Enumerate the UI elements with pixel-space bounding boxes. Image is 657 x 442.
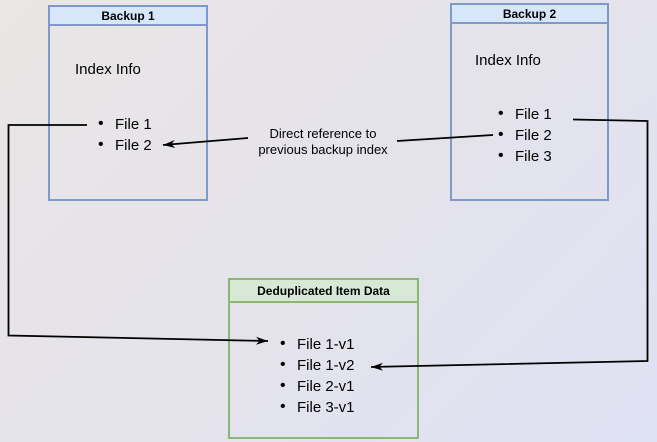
list-item: File 2-v1 [280, 375, 355, 397]
list-item: File 1-v2 [280, 354, 355, 376]
dedup-item-list: File 1-v1 File 1-v2 File 2-v1 File 3-v1 [280, 333, 355, 418]
backup1-box: Backup 1 [48, 5, 208, 201]
list-item: File 1 [98, 113, 152, 135]
backup2-box: Backup 2 [450, 3, 609, 201]
backup2-file-list: File 1 File 2 File 3 [498, 103, 552, 167]
list-item: File 3 [498, 145, 552, 167]
backup2-title: Backup 2 [452, 5, 607, 24]
backup2-index-info-label: Index Info [475, 52, 541, 69]
backup1-file-list: File 1 File 2 [98, 113, 152, 156]
backup1-title: Backup 1 [50, 7, 206, 26]
list-item: File 1-v1 [280, 333, 355, 355]
dedup-title: Deduplicated Item Data [230, 280, 417, 303]
list-item: File 2 [498, 124, 552, 146]
dedup-box: Deduplicated Item Data [228, 278, 419, 439]
edge-label-direct-reference: Direct reference to previous backup inde… [258, 126, 387, 157]
edge-label-line2: previous backup index [258, 141, 388, 157]
list-item: File 1 [498, 103, 552, 125]
backup1-index-info-label: Index Info [75, 61, 141, 78]
list-item: File 2 [98, 134, 152, 156]
list-item: File 3-v1 [280, 396, 355, 418]
edge-label-line1: Direct reference to [269, 126, 377, 141]
